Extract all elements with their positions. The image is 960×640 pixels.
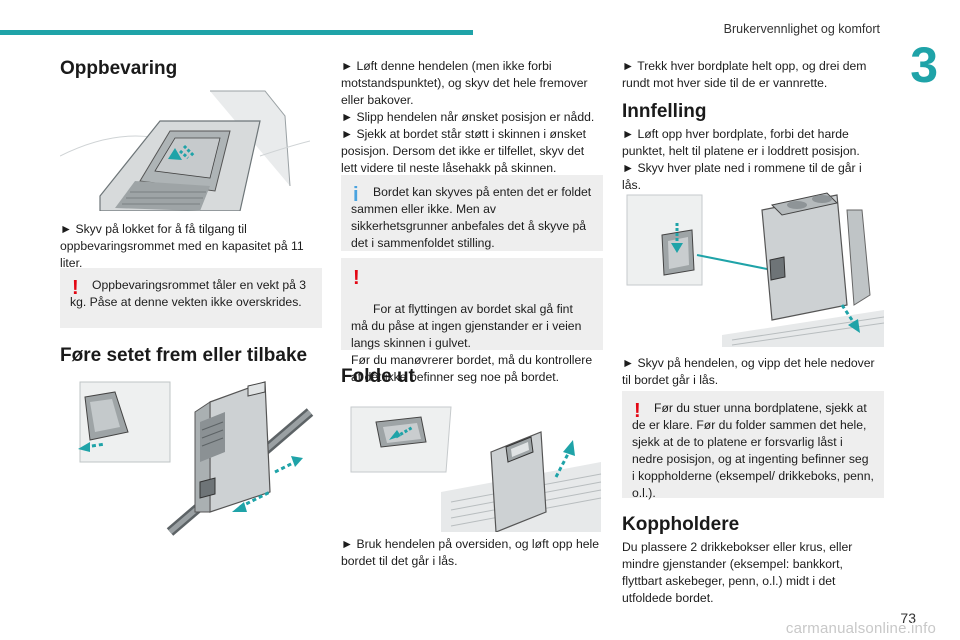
page-number: 73 xyxy=(900,610,916,626)
warning-icon: ! xyxy=(634,400,641,422)
fold-instruction-tilt: ► Skyv på hendelen, og vipp det hele ned… xyxy=(622,356,875,387)
info-icon: i xyxy=(353,184,359,206)
watermark: carmanualsonline.info xyxy=(785,620,936,637)
seat-instructions: ► Løft denne hendelen (men ikke forbi mo… xyxy=(341,59,595,175)
heading-storage: Oppbevaring xyxy=(60,58,178,79)
fold-instructions: ► Løft opp hver bordplate, forbi det har… xyxy=(622,127,862,192)
seat-warning-box: ! For at flyttingen av bordet skal gå fi… xyxy=(341,258,603,384)
cupholders-text: Du plassere 2 drikkebokser eller krus, e… xyxy=(622,540,853,605)
seat-info-box: i Bordet kan skyves på enten det er fold… xyxy=(341,175,603,251)
illustration-seat-adjust xyxy=(60,372,320,542)
illustration-storage xyxy=(60,86,310,211)
unfold-instruction-continued: ► Trekk hver bordplate helt opp, og drei… xyxy=(622,59,867,90)
heading-seat-adjust: Føre setet frem eller tilbake xyxy=(60,345,308,366)
storage-warning-text: Oppbevaringsrommet tåler en vekt på 3 kg… xyxy=(70,278,307,309)
heading-fold: Innfelling xyxy=(622,101,707,122)
storage-warning-box: ! Oppbevaringsrommet tåler en vekt på 3 … xyxy=(60,268,322,328)
warning-icon: ! xyxy=(353,267,360,289)
seat-warning-text: For at flyttingen av bordet skal gå fint… xyxy=(351,302,593,384)
illustration-fold xyxy=(622,185,884,347)
unfold-instruction: ► Bruk hendelen på oversiden, og løft op… xyxy=(341,537,600,568)
section-title: Brukervennlighet og komfort xyxy=(723,22,880,36)
fold-warning-box: ! Før du stuer unna bordplatene, sjekk a… xyxy=(622,391,884,500)
chapter-number: 3 xyxy=(910,37,938,93)
illustration-unfold xyxy=(341,392,603,532)
warning-icon: ! xyxy=(72,277,79,299)
header-accent-bar xyxy=(0,30,473,35)
storage-instruction: ► Skyv på lokket for å få tilgang til op… xyxy=(60,222,304,270)
heading-cupholders: Koppholdere xyxy=(622,514,740,535)
heading-unfold: Folde ut xyxy=(341,366,415,387)
fold-warning-text: Før du stuer unna bordplatene, sjekk at … xyxy=(632,401,874,500)
seat-info-text: Bordet kan skyves på enten det er foldet… xyxy=(351,185,592,250)
